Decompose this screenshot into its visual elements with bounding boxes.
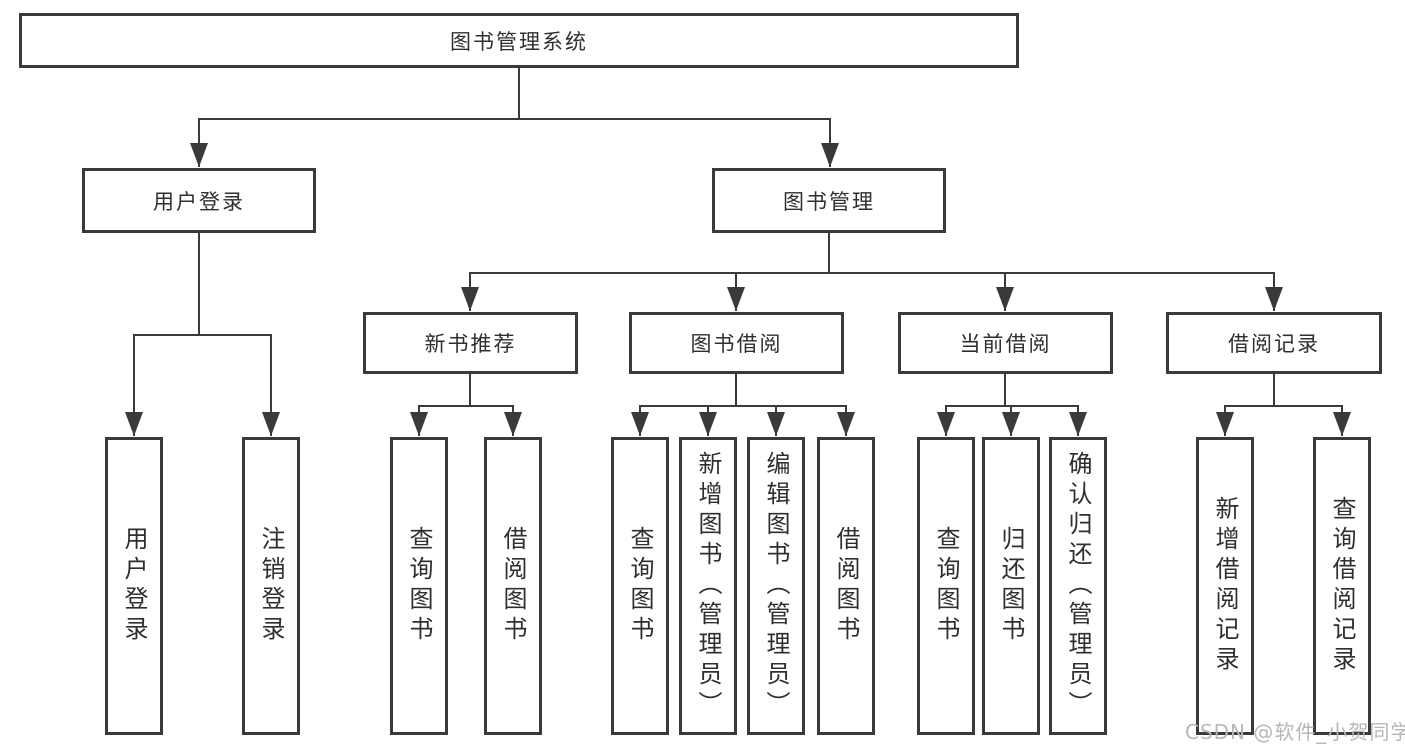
node-book-mgmt-label: 图书管理: [783, 189, 875, 214]
node-book-borrow: 图书借阅: [629, 312, 844, 374]
node-user-login-label: 用户登录: [153, 189, 245, 214]
node-borrow-records-label: 借阅记录: [1228, 332, 1320, 356]
connector-new-book-rec-to-leaves: [410, 374, 522, 436]
leaf-br-query-record: 查询借阅记录: [1313, 437, 1371, 735]
leaf-cb-confirm-return-admin: 确认归还（管理员）: [1049, 437, 1107, 735]
leaf-bb-edit-book-admin-label: 编辑图书（管理员）: [762, 451, 790, 721]
node-user-login: 用户登录: [82, 168, 316, 233]
leaf-user-login-label: 用户登录: [120, 526, 148, 646]
node-current-borrow: 当前借阅: [898, 312, 1113, 374]
leaf-bb-borrow-book: 借阅图书: [817, 437, 875, 735]
leaf-bb-add-book-admin: 新增图书（管理员）: [679, 437, 737, 735]
leaf-cb-confirm-return-admin-label: 确认归还（管理员）: [1064, 451, 1092, 721]
connector-user-login-to-leaves: [125, 233, 280, 436]
leaf-nbr-borrow-book: 借阅图书: [484, 437, 542, 735]
node-book-borrow-label: 图书借阅: [690, 332, 783, 356]
connector-root-to-branches: [190, 68, 839, 167]
leaf-user-login: 用户登录: [105, 437, 163, 735]
leaf-cb-return-book: 归还图书: [982, 437, 1040, 735]
node-root-label: 图书管理系统: [450, 29, 588, 54]
leaf-br-query-record-label: 查询借阅记录: [1328, 496, 1356, 676]
connector-borrow-records-to-leaves: [1216, 374, 1351, 436]
leaf-bb-query-book: 查询图书: [611, 437, 669, 735]
leaf-logout-label: 注销登录: [257, 526, 285, 646]
leaf-logout: 注销登录: [242, 437, 300, 735]
node-root: 图书管理系统: [19, 13, 1019, 68]
leaf-bb-edit-book-admin: 编辑图书（管理员）: [747, 437, 805, 735]
leaf-br-add-record-label: 新增借阅记录: [1211, 496, 1239, 676]
node-book-mgmt: 图书管理: [712, 168, 946, 233]
connector-book-borrow-to-leaves: [631, 374, 855, 436]
connector-book-mgmt-to-sections: [461, 233, 1283, 311]
leaf-cb-query-book: 查询图书: [917, 437, 975, 735]
leaf-bb-query-book-label: 查询图书: [626, 526, 654, 646]
csdn-watermark: CSDN @软件_小贺同学: [1185, 720, 1405, 744]
node-new-book-rec: 新书推荐: [363, 312, 578, 374]
node-current-borrow-label: 当前借阅: [959, 332, 1052, 356]
connector-current-borrow-to-leaves: [937, 374, 1087, 436]
leaf-bb-add-book-admin-label: 新增图书（管理员）: [694, 451, 722, 721]
leaf-nbr-borrow-book-label: 借阅图书: [499, 526, 527, 646]
leaf-cb-query-book-label: 查询图书: [932, 526, 960, 646]
node-new-book-rec-label: 新书推荐: [424, 332, 517, 356]
leaf-nbr-query-book-label: 查询图书: [405, 526, 433, 646]
node-borrow-records: 借阅记录: [1166, 312, 1382, 374]
leaf-bb-borrow-book-label: 借阅图书: [832, 526, 860, 646]
leaf-cb-return-book-label: 归还图书: [997, 526, 1025, 646]
leaf-nbr-query-book: 查询图书: [390, 437, 448, 735]
leaf-br-add-record: 新增借阅记录: [1196, 437, 1254, 735]
